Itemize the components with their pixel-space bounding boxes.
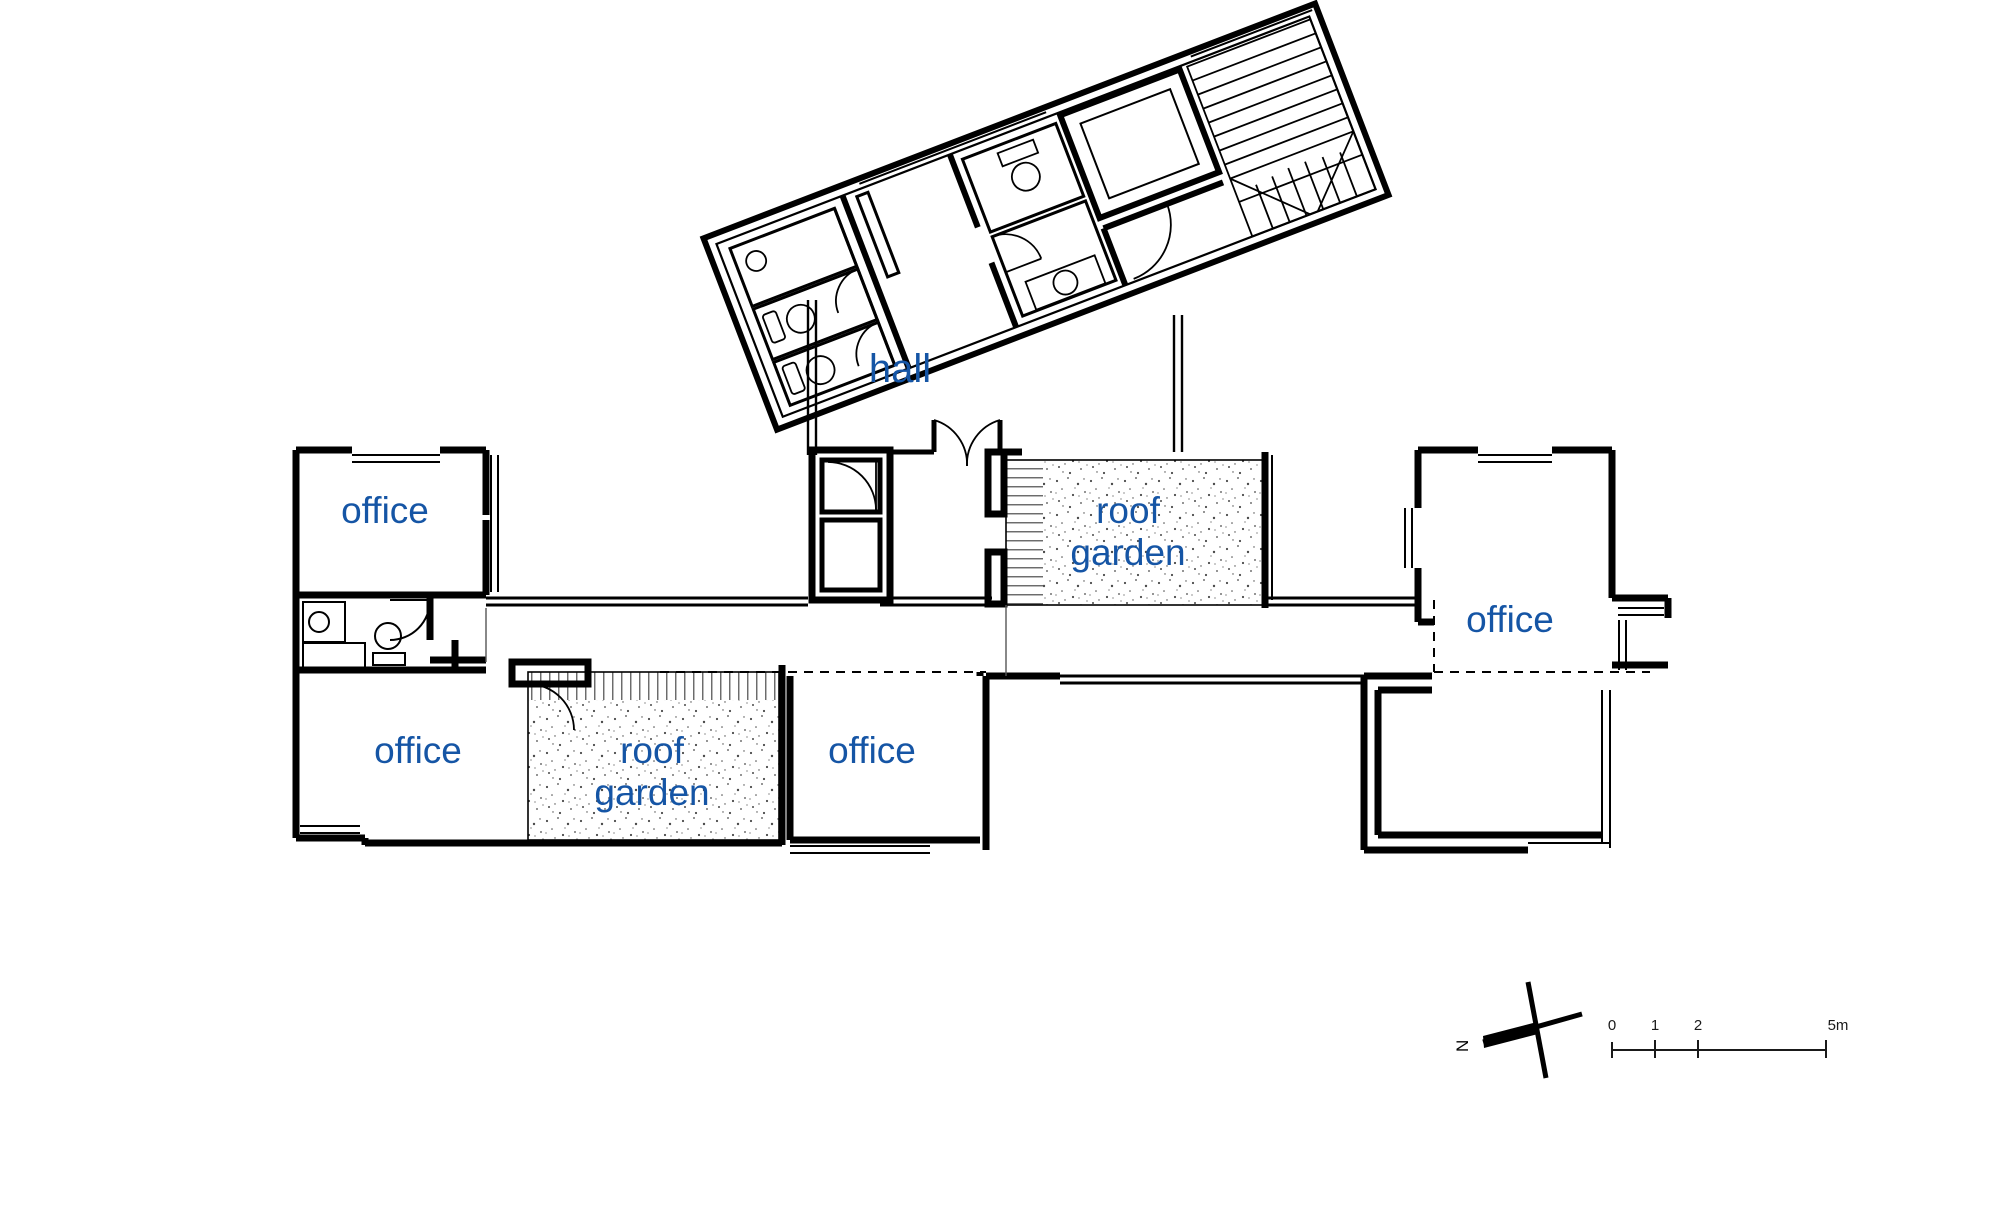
roof-garden-left-area	[527, 671, 780, 841]
room-label-roof-garden-left-line1: roof	[620, 730, 684, 771]
north-arrow: N	[1453, 981, 1583, 1079]
lift-core-inner	[819, 457, 883, 593]
office-lower-left-sill	[300, 825, 360, 834]
office-lower-mid-right-wall	[982, 672, 1060, 850]
spine-wall-upper	[486, 596, 1418, 607]
wing-lower-right-outer	[1360, 672, 1528, 854]
room-label-hall: hall	[869, 347, 931, 391]
wing-lower-right-inner	[1374, 686, 1602, 839]
room-label-office-right: office	[1466, 599, 1554, 640]
roof-garden-right-parapet	[984, 448, 1269, 608]
stair-run	[1185, 18, 1377, 238]
roof-garden-right-area	[1005, 459, 1266, 606]
office-lower-mid-sill	[790, 845, 930, 854]
lift-core-door-arc	[827, 461, 877, 511]
angled-corridor-walls	[839, 153, 1019, 370]
roof-garden-left-parapet	[508, 658, 786, 845]
office-upper-left-thin	[352, 454, 499, 592]
office-right-thin-glazing	[1404, 454, 1664, 616]
hall-door-swing-arcs	[933, 419, 1001, 467]
roof-garden-left-door-arc	[527, 683, 575, 731]
bathroom-fixtures	[302, 599, 431, 670]
angled-wing-glazing	[859, 9, 1313, 185]
wing-lower-right-thin	[1528, 690, 1611, 848]
room-label-roof-garden-right-line2: garden	[1070, 532, 1185, 573]
wc-group-left	[728, 206, 897, 408]
scale-tick-label-1: 1	[1651, 1017, 1659, 1034]
stair-door-arc	[1133, 203, 1172, 280]
room-label-roof-garden-left-line2: garden	[594, 772, 709, 813]
reference-thin-lines	[485, 605, 1007, 676]
scale-tick-label-5m: 5m	[1828, 1017, 1849, 1034]
room-label-office-lower-mid: office	[828, 730, 916, 771]
office-right-walls	[1414, 446, 1672, 626]
wc-group-middle	[960, 121, 1118, 319]
lift-core-walls	[808, 446, 894, 604]
room-label-office-lower-left: office	[374, 730, 462, 771]
wc-fixtures-middle	[991, 138, 1107, 311]
office-upper-left-walls	[292, 446, 490, 599]
angled-wing-block	[699, 0, 1393, 434]
angled-wing-outer-walls	[699, 0, 1393, 434]
scale-tick-label-2: 2	[1694, 1017, 1702, 1034]
scale-tick-label-0: 0	[1608, 1017, 1616, 1034]
connector-lines	[806, 300, 1184, 455]
angled-partition-thin	[854, 190, 901, 279]
room-label-roof-garden-right-line1: roof	[1096, 490, 1160, 531]
shaft-inner	[1079, 87, 1201, 200]
spine-wall-lower	[1060, 674, 1364, 685]
shaft-and-stair-walls	[1056, 65, 1225, 287]
north-arrow-label: N	[1453, 1040, 1472, 1052]
scale-bar: 0 1 2 5m	[1608, 1017, 1849, 1058]
level-change-dashed-line	[660, 600, 1650, 673]
room-label-office-upper-left: office	[341, 490, 429, 531]
